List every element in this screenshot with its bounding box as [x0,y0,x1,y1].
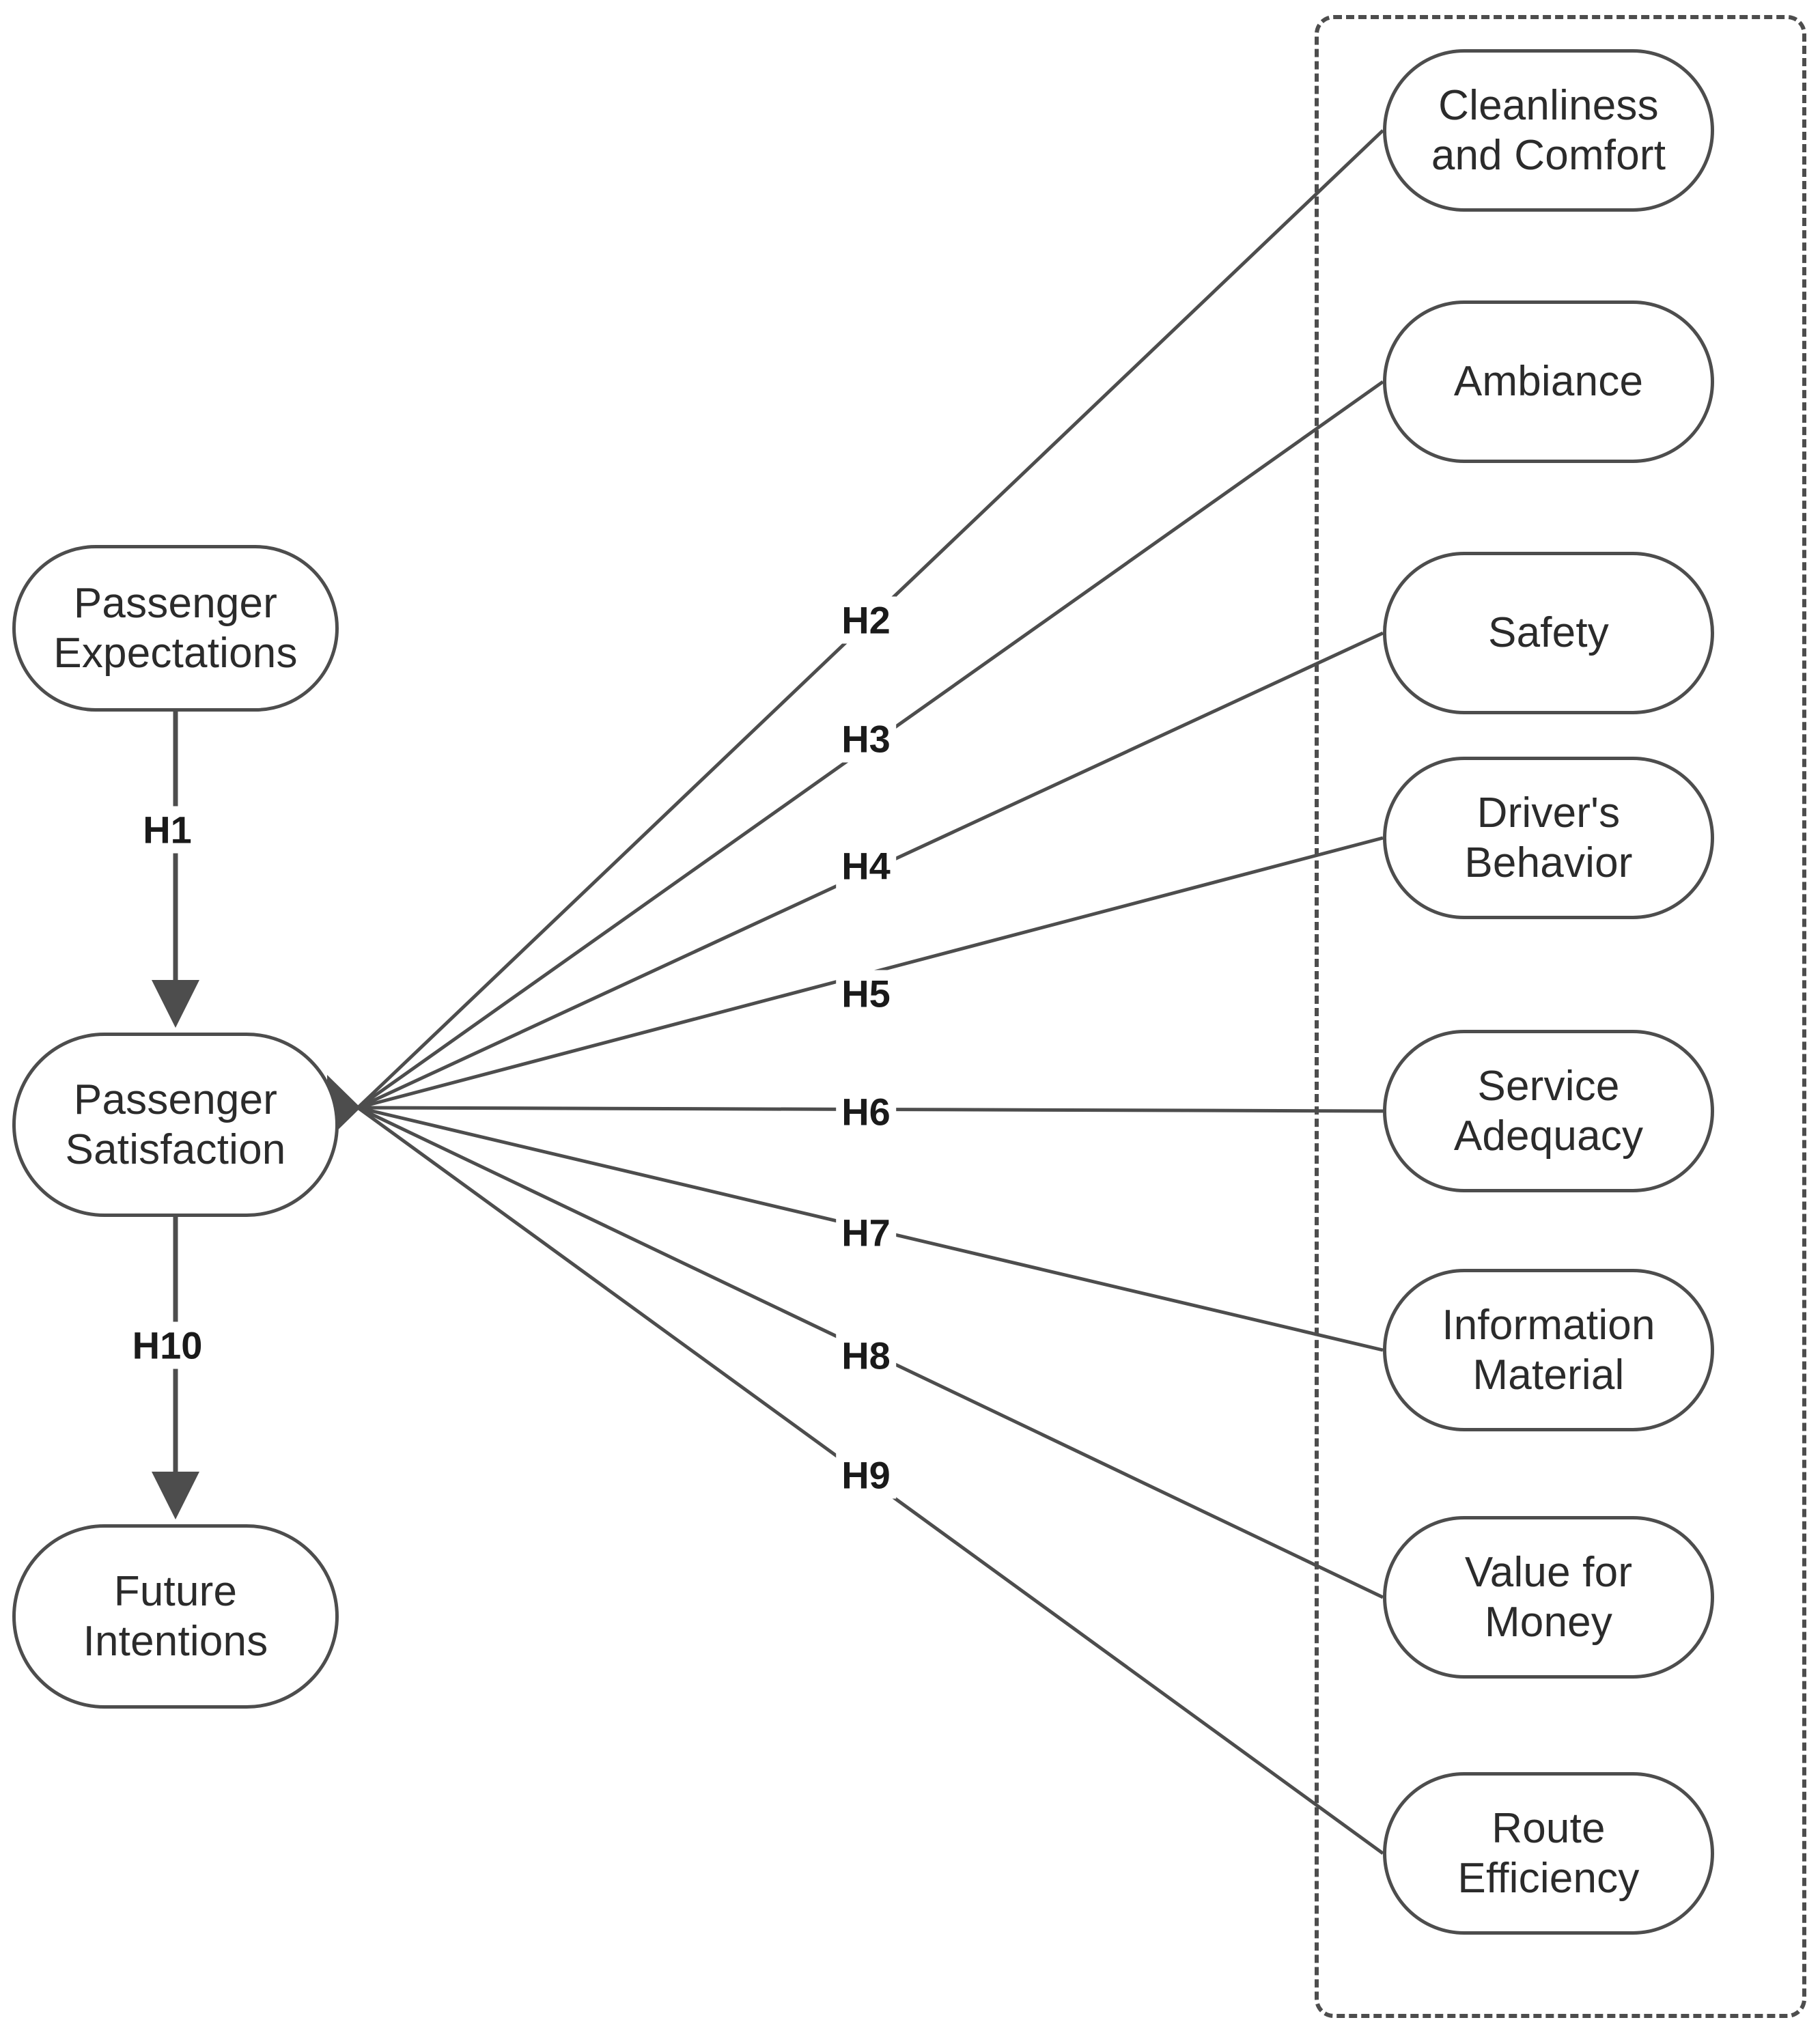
node-cleanliness-and-comfort[interactable]: Cleanliness and Comfort [1383,49,1714,212]
node-value-for-money[interactable]: Value for Money [1383,1516,1714,1679]
node-passenger-expectations[interactable]: Passenger Expectations [12,545,339,712]
edge-label-h6: H6 [836,1088,896,1136]
node-safety[interactable]: Safety [1383,552,1714,714]
node-future-intentions[interactable]: Future Intentions [12,1524,339,1709]
edge-label-h1: H1 [137,806,197,854]
edge-label-h5: H5 [836,970,896,1018]
edge-label-h4: H4 [836,842,896,890]
edge-label-h8: H8 [836,1332,896,1379]
edge-label-h2: H2 [836,596,896,644]
edge-label-h7: H7 [836,1209,896,1257]
edge-label-h10: H10 [126,1321,208,1369]
edge-label-h9: H9 [836,1451,896,1499]
edge-label-h3: H3 [836,715,896,763]
node-ambiance[interactable]: Ambiance [1383,300,1714,463]
node-passenger-satisfaction[interactable]: Passenger Satisfaction [12,1033,339,1217]
node-route-efficiency[interactable]: Route Efficiency [1383,1772,1714,1935]
node-information-material[interactable]: Information Material [1383,1269,1714,1431]
service-quality-dimensions-group [1315,15,1806,2018]
node-drivers-behavior[interactable]: Driver's Behavior [1383,757,1714,919]
node-service-adequacy[interactable]: Service Adequacy [1383,1030,1714,1192]
